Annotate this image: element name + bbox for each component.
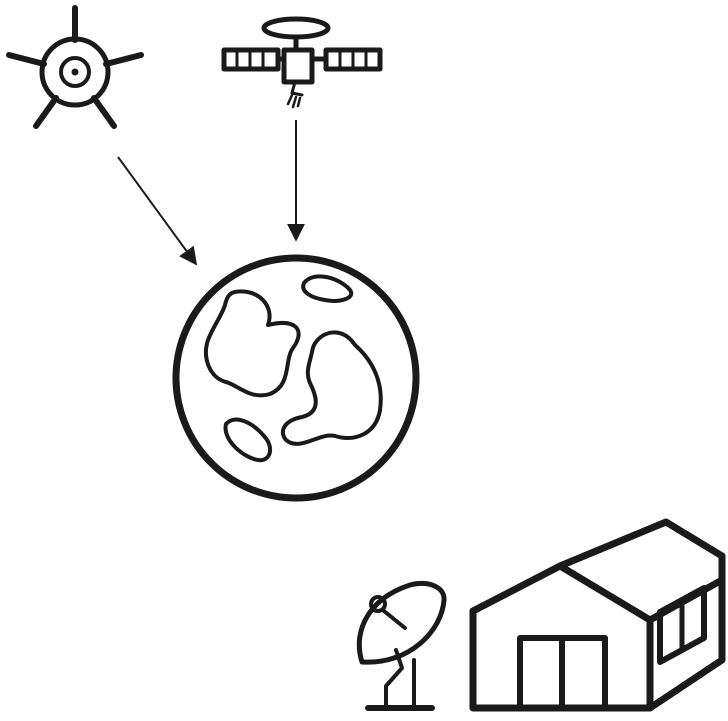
island-bottom bbox=[226, 420, 271, 461]
continent-right bbox=[283, 332, 381, 444]
earth-globe-icon bbox=[176, 258, 416, 498]
sun-icon bbox=[9, 8, 141, 126]
satellite-dish-icon bbox=[359, 583, 444, 708]
continent-left bbox=[206, 291, 299, 395]
island-top bbox=[303, 276, 351, 301]
satellite-icon bbox=[224, 19, 380, 107]
building-icon bbox=[473, 522, 722, 708]
arrow-sun-to-earth bbox=[118, 157, 196, 264]
